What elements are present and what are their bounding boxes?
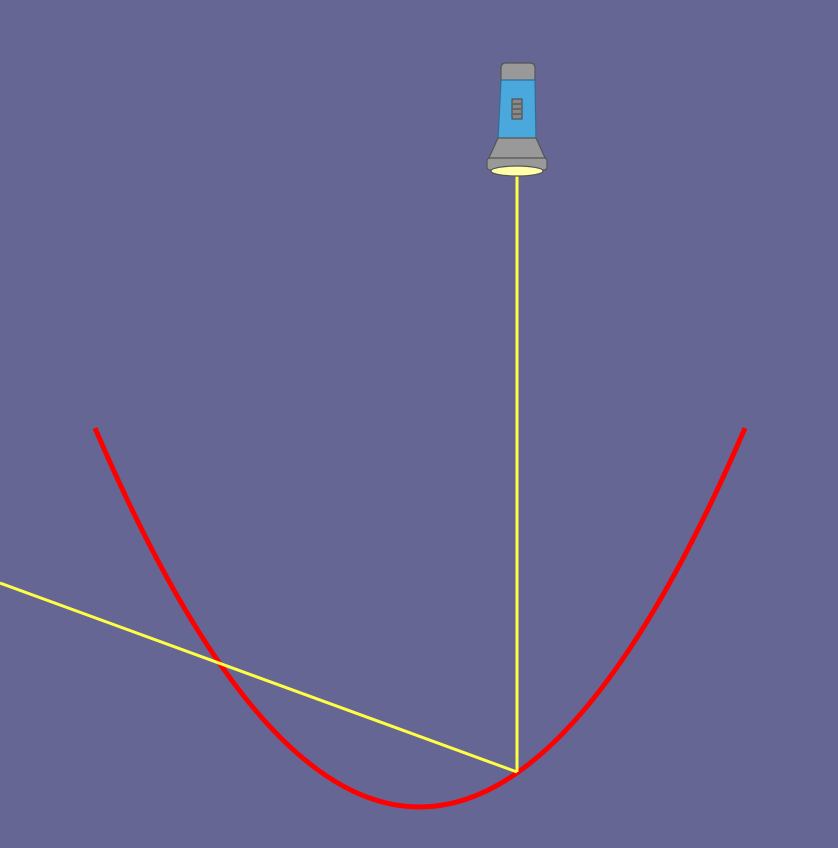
parabolic-mirror — [92, 427, 748, 810]
flashlight-cap — [500, 62, 536, 83]
flashlight-icon[interactable] — [486, 62, 548, 177]
flashlight-lens — [490, 165, 544, 177]
flashlight-head — [487, 137, 547, 161]
reflected-light-ray — [0, 581, 518, 774]
